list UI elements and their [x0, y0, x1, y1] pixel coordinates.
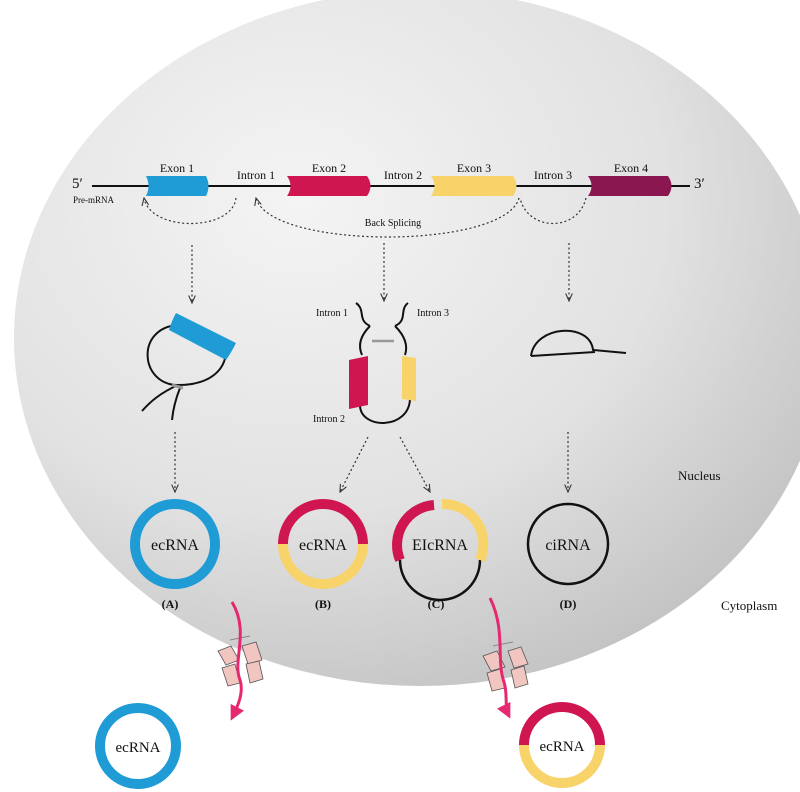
circle-b-red-arc	[278, 499, 368, 545]
circle-d-ring	[526, 502, 610, 586]
circle-b: ecRNA	[278, 499, 368, 589]
caption-a: (A)	[162, 597, 179, 611]
circle-b-yellow-arc	[278, 543, 368, 589]
nucleus-ellipse	[14, 0, 800, 686]
exon-3-block	[431, 176, 517, 196]
three-prime-label: 3′	[694, 176, 705, 192]
back-splicing-label: Back Splicing	[365, 218, 421, 229]
lariat-a-exon	[169, 313, 236, 360]
nucleus-label: Nucleus	[678, 468, 721, 483]
arrow-to-circle-b	[340, 436, 369, 492]
export-arrow-left	[230, 601, 245, 721]
five-prime-label: 5′	[72, 176, 83, 192]
middle-exon-red	[349, 356, 368, 409]
circle-a: ecRNA	[130, 499, 220, 589]
splice-arc-intron3	[519, 197, 587, 224]
middle-intron-1-label: Intron 1	[316, 308, 348, 319]
intron-3-label: Intron 3	[534, 168, 572, 182]
circle-d: ciRNA	[526, 502, 610, 586]
export-arrow-right	[488, 597, 511, 719]
circle-a-ring	[130, 499, 220, 589]
intron-1-label: Intron 1	[237, 168, 275, 182]
intermediate-d-tail	[530, 351, 596, 357]
intermediate-d-lariat	[530, 329, 627, 357]
circle-c-red-arc	[392, 500, 435, 562]
exported-right-yellow-arc	[519, 744, 605, 788]
exported-left-label: ecRNA	[116, 740, 161, 756]
exon-3-label: Exon 3	[457, 161, 491, 175]
exon-4-block	[588, 176, 672, 196]
nuclear-pore-left	[217, 601, 264, 721]
exported-right-label: ecRNA	[540, 739, 585, 755]
intermediate-a	[141, 313, 236, 421]
pre-mrna-label: Pre-mRNA	[73, 195, 114, 205]
caption-b: (B)	[315, 597, 331, 611]
exon-2-label: Exon 2	[312, 161, 346, 175]
intron-2-label: Intron 2	[384, 168, 422, 182]
caption-c: (C)	[428, 597, 445, 611]
exon-4-label: Exon 4	[614, 161, 648, 175]
exported-circle-right: ecRNA	[519, 702, 605, 788]
circle-a-label: ecRNA	[151, 537, 199, 554]
exon-1-block	[146, 176, 209, 196]
caption-d: (D)	[560, 597, 577, 611]
middle-intron-2-label: Intron 2	[313, 414, 345, 425]
middle-exon-yellow	[402, 356, 416, 401]
nuclear-pore-right	[482, 597, 529, 719]
cytoplasm-label: Cytoplasm	[721, 598, 777, 613]
intermediate-middle: Intron 1 Intron 3 Intron 2	[313, 302, 449, 425]
pre-mrna-gene: 5′ 3′ Pre-mRNA Exon 1 Exon 2 Exon 3 Exon…	[72, 161, 705, 238]
circle-c: EIcRNA	[392, 498, 489, 602]
exported-right-red-arc	[519, 702, 605, 746]
arrow-to-circle-c	[399, 436, 430, 492]
back-splice-arc	[256, 198, 520, 238]
circle-d-label: ciRNA	[545, 537, 591, 554]
circle-c-yellow-arc	[441, 498, 489, 562]
circle-b-label: ecRNA	[299, 537, 347, 554]
circle-c-label: EIcRNA	[412, 537, 468, 554]
middle-intron-3-label: Intron 3	[417, 308, 449, 319]
exon-2-block	[287, 176, 371, 196]
exported-circle-left: ecRNA	[95, 703, 181, 789]
exon-1-label: Exon 1	[160, 161, 194, 175]
exported-left-ring	[95, 703, 181, 789]
circle-c-black-arc	[398, 559, 482, 602]
